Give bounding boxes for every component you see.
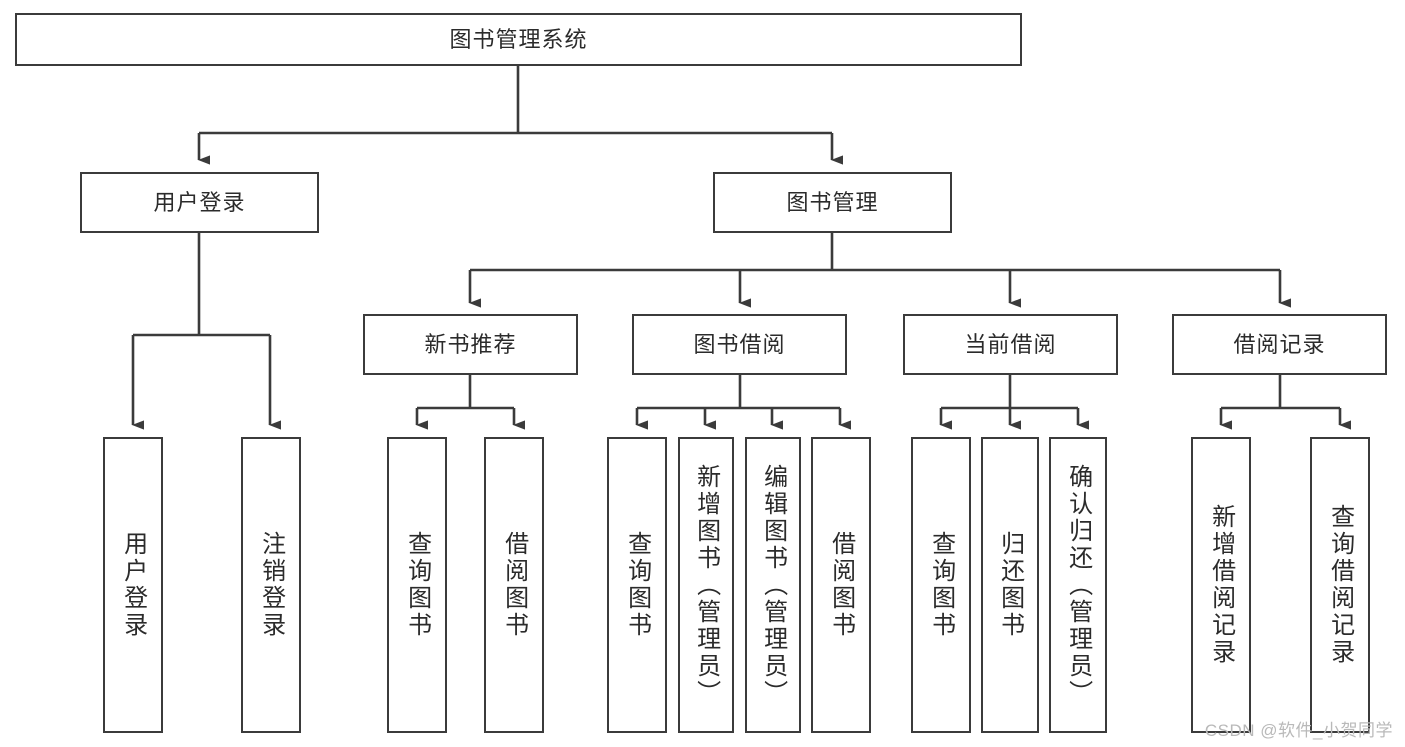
- leaf-current-query-book[interactable]: 查询图书: [911, 437, 971, 733]
- node-root[interactable]: 图书管理系统: [15, 13, 1022, 66]
- node-borrow-record[interactable]: 借阅记录: [1172, 314, 1387, 375]
- node-root-label: 图书管理系统: [449, 26, 588, 52]
- leaf-logout-label: 注销登录: [257, 531, 285, 639]
- leaf-borrow-borrow-book[interactable]: 借阅图书: [811, 437, 871, 733]
- leaf-recommend-query-book[interactable]: 查询图书: [387, 437, 447, 733]
- leaf-record-add-label: 新增借阅记录: [1207, 504, 1235, 666]
- leaf-current-query-book-label: 查询图书: [927, 531, 955, 639]
- leaf-recommend-query-book-label: 查询图书: [403, 531, 431, 639]
- node-book-borrow-label: 图书借阅: [693, 331, 786, 357]
- csdn-watermark: CSDN @软件_小贺同学: [1204, 721, 1393, 740]
- leaf-record-query[interactable]: 查询借阅记录: [1310, 437, 1370, 733]
- node-user-login-label: 用户登录: [153, 189, 246, 215]
- node-current-borrow[interactable]: 当前借阅: [903, 314, 1118, 375]
- leaf-borrow-add-book-label: 新增图书（管理员）: [692, 463, 720, 707]
- leaf-logout[interactable]: 注销登录: [241, 437, 301, 733]
- leaf-recommend-borrow-book[interactable]: 借阅图书: [484, 437, 544, 733]
- leaf-borrow-add-book[interactable]: 新增图书（管理员）: [678, 437, 734, 733]
- leaf-recommend-borrow-book-label: 借阅图书: [500, 531, 528, 639]
- leaf-borrow-query-book[interactable]: 查询图书: [607, 437, 667, 733]
- leaf-user-login-label: 用户登录: [119, 531, 147, 639]
- node-borrow-record-label: 借阅记录: [1233, 331, 1326, 357]
- leaf-borrow-query-book-label: 查询图书: [623, 531, 651, 639]
- leaf-record-add[interactable]: 新增借阅记录: [1191, 437, 1251, 733]
- leaf-current-confirm-return-label: 确认归还（管理员）: [1064, 463, 1092, 707]
- node-new-book-recommend[interactable]: 新书推荐: [363, 314, 578, 375]
- leaf-borrow-edit-book-label: 编辑图书（管理员）: [759, 463, 787, 707]
- leaf-borrow-edit-book[interactable]: 编辑图书（管理员）: [745, 437, 801, 733]
- leaf-borrow-borrow-book-label: 借阅图书: [827, 531, 855, 639]
- node-book-management[interactable]: 图书管理: [713, 172, 952, 233]
- leaf-current-return-book-label: 归还图书: [996, 531, 1024, 639]
- node-user-login[interactable]: 用户登录: [80, 172, 319, 233]
- node-book-borrow[interactable]: 图书借阅: [632, 314, 847, 375]
- leaf-current-confirm-return[interactable]: 确认归还（管理员）: [1049, 437, 1107, 733]
- leaf-record-query-label: 查询借阅记录: [1326, 504, 1354, 666]
- node-current-borrow-label: 当前借阅: [964, 331, 1057, 357]
- node-book-management-label: 图书管理: [786, 189, 879, 215]
- leaf-current-return-book[interactable]: 归还图书: [981, 437, 1039, 733]
- leaf-user-login[interactable]: 用户登录: [103, 437, 163, 733]
- node-new-book-recommend-label: 新书推荐: [424, 331, 517, 357]
